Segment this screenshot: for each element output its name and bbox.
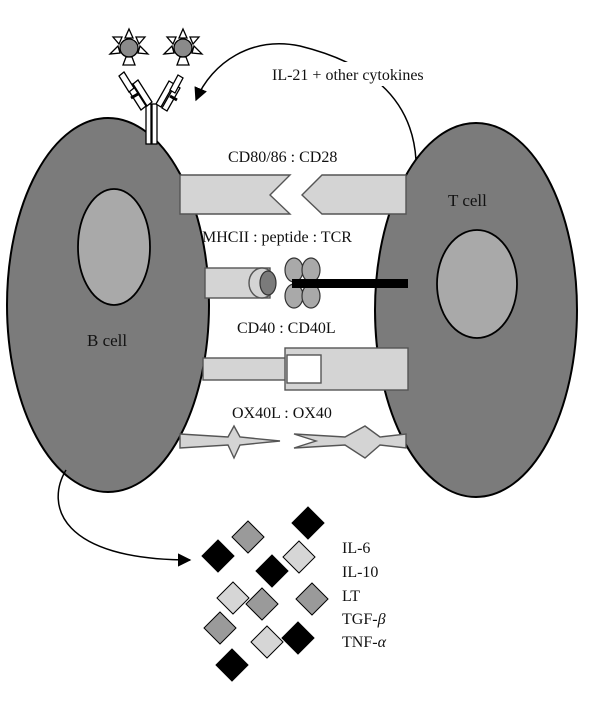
diamond-gray (231, 520, 265, 554)
diamond-black (255, 554, 289, 588)
t-cell-label: T cell (448, 191, 487, 210)
mhcii-cylinder-icon (204, 267, 277, 299)
cd40-label: CD40 : CD40L (237, 320, 336, 337)
diamond-black (291, 506, 325, 540)
diamond-light (250, 625, 284, 659)
diamond-black (281, 621, 315, 655)
tcr-bar (292, 279, 408, 288)
b-cell: B cell (6, 117, 210, 493)
ox40-label: OX40L : OX40 (232, 405, 332, 422)
diamond-gray (245, 587, 279, 621)
cytokine-item: IL-6 (342, 540, 370, 557)
diamond-light (282, 540, 316, 574)
cytokine-list: IL-6 IL-10 LT TGF-β TNF-α (342, 540, 387, 651)
cytokine-diamonds (201, 506, 329, 682)
cytokine-item: TNF-α (342, 634, 387, 651)
diamond-gray (295, 582, 329, 616)
diamond-gray (203, 611, 237, 645)
antigen-star-icon (108, 27, 150, 66)
ox40-receptor (293, 425, 407, 459)
b-cell-nucleus (77, 188, 151, 306)
t-cell-nucleus (436, 229, 518, 339)
cd40l-receptor (284, 347, 409, 391)
diamond-black (215, 648, 249, 682)
cytokine-item: LT (342, 588, 360, 605)
cd28-receptor (300, 174, 407, 215)
secretion-arrow (57, 469, 192, 567)
mhc-label: MHCII : peptide : TCR (202, 229, 352, 246)
cytokine-arrow-label: IL-21 + other cytokines (272, 67, 424, 84)
cd40-receptor (202, 357, 294, 381)
cd80-86-receptor (179, 174, 292, 215)
diamond-light (216, 581, 250, 615)
cytokine-item: TGF-β (342, 611, 386, 628)
antigen-star-icon (162, 27, 204, 66)
ox40l-receptor (179, 424, 281, 460)
diamond-black (201, 539, 235, 573)
cytokine-item: IL-10 (342, 564, 378, 581)
b-cell-receptor-antibody-icon (108, 27, 204, 145)
cytokine-signal-arrow: IL-21 + other cytokines (194, 43, 476, 161)
b-cell-label: B cell (87, 331, 127, 350)
costim-label: CD80/86 : CD28 (228, 149, 337, 166)
t-cell: T cell (374, 122, 578, 498)
